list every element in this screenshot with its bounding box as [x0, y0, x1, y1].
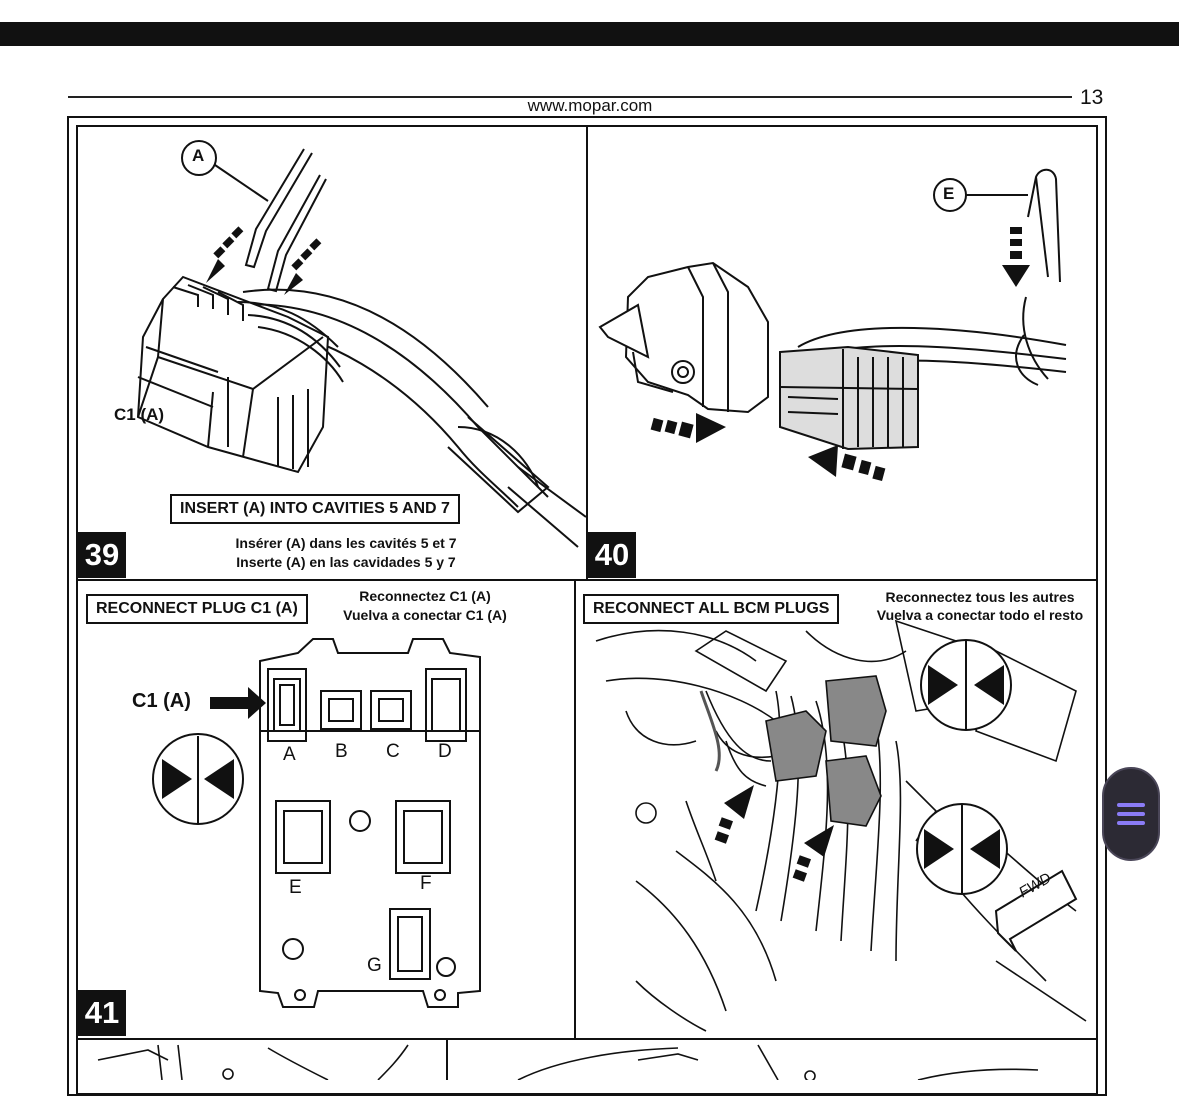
socket-c: C [386, 741, 400, 762]
connector-label: C1 (A) [114, 405, 165, 424]
step-39-french: Insérer (A) dans les cavités 5 et 7 [235, 535, 457, 551]
floating-menu-button[interactable] [1102, 767, 1160, 861]
step-41-french: Reconnectez C1 (A) [359, 588, 491, 604]
step-39-panel: A C1 (A) INSERT (A) INTO CAVITIES 5 AND … [78, 127, 586, 579]
step-39-number: 39 [78, 532, 126, 578]
step-42-french: Reconnectez tous les autres [885, 589, 1075, 605]
callout-a: A [192, 146, 205, 165]
step-41-number: 41 [78, 990, 126, 1036]
next-steps-illustration [97, 1044, 1039, 1080]
top-black-bar [0, 22, 1179, 46]
divider-top [586, 125, 588, 580]
step-40-number: 40 [588, 532, 636, 578]
step-42-illustration [595, 619, 1087, 1032]
next-steps-panel [78, 1040, 1096, 1080]
step-42-spanish: Vuelva a conectar todo el resto [876, 607, 1084, 623]
step-40-panel: E 40 [588, 127, 1096, 579]
divider-next-row [446, 1038, 448, 1080]
step-41-instruction: RECONNECT PLUG C1 (A) [86, 594, 308, 624]
callout-e: E [943, 184, 955, 203]
step-41-illustration [152, 638, 481, 1008]
step-41-spanish: Vuelva a conectar C1 (A) [343, 607, 507, 623]
header-url: www.mopar.com [527, 96, 653, 115]
socket-d: D [438, 741, 452, 762]
step-39-illustration [136, 140, 586, 548]
socket-b: B [335, 741, 348, 762]
socket-a: A [283, 744, 296, 765]
socket-e: E [289, 877, 302, 898]
step-41-panel: RECONNECT PLUG C1 (A) Reconnectez C1 (A)… [78, 581, 574, 1038]
socket-g: G [367, 955, 382, 976]
step-40-illustration [598, 168, 1067, 482]
menu-icon [1117, 803, 1145, 825]
divider-middle [76, 579, 1098, 581]
divider-bottom [574, 579, 576, 1039]
step-39-instruction: INSERT (A) INTO CAVITIES 5 AND 7 [170, 494, 460, 524]
socket-f: F [420, 873, 432, 894]
page-number: 13 [1080, 86, 1104, 109]
header-rule [68, 96, 1072, 98]
step-39-spanish: Inserte (A) en las cavidades 5 y 7 [236, 554, 456, 570]
step-42-panel: RECONNECT ALL BCM PLUGS Reconnectez tous… [576, 581, 1096, 1038]
pointer-label: C1 (A) [132, 690, 191, 712]
divider-lower [76, 1038, 1098, 1040]
step-42-instruction: RECONNECT ALL BCM PLUGS [583, 594, 840, 624]
